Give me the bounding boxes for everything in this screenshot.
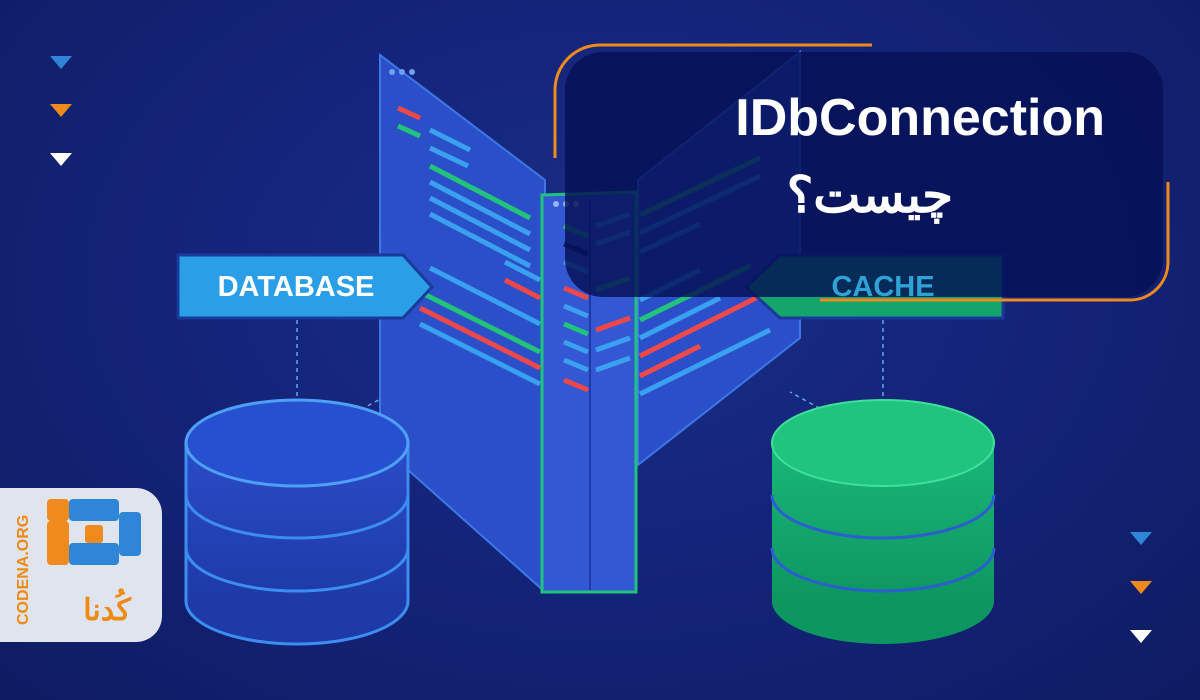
page-title: IDbConnection [735,89,1105,147]
triangle-down-icon [50,153,72,166]
database-label: DATABASE [217,271,375,303]
triangle-down-icon [1130,630,1152,643]
title-frame-top [553,43,872,158]
database-label-arrow [176,253,435,320]
triangle-marker-group-right [1130,532,1152,643]
title-frame-bottom [820,182,1170,302]
triangle-down-icon [50,104,72,117]
page-subtitle: چیست؟ [786,167,953,223]
cache-label: CACHE [831,271,935,303]
cache-cylinder-icon [770,399,996,644]
triangle-down-icon [1130,581,1152,594]
triangle-marker-group-left [50,56,72,166]
triangle-down-icon [1130,532,1152,545]
database-cylinder-icon [184,398,410,646]
title-panel [565,52,1163,297]
triangle-down-icon [50,56,72,69]
code-window-icon [379,52,546,595]
logo-name: کُدنا [83,594,131,627]
logo-site-text: CODENA.ORG [15,514,32,626]
